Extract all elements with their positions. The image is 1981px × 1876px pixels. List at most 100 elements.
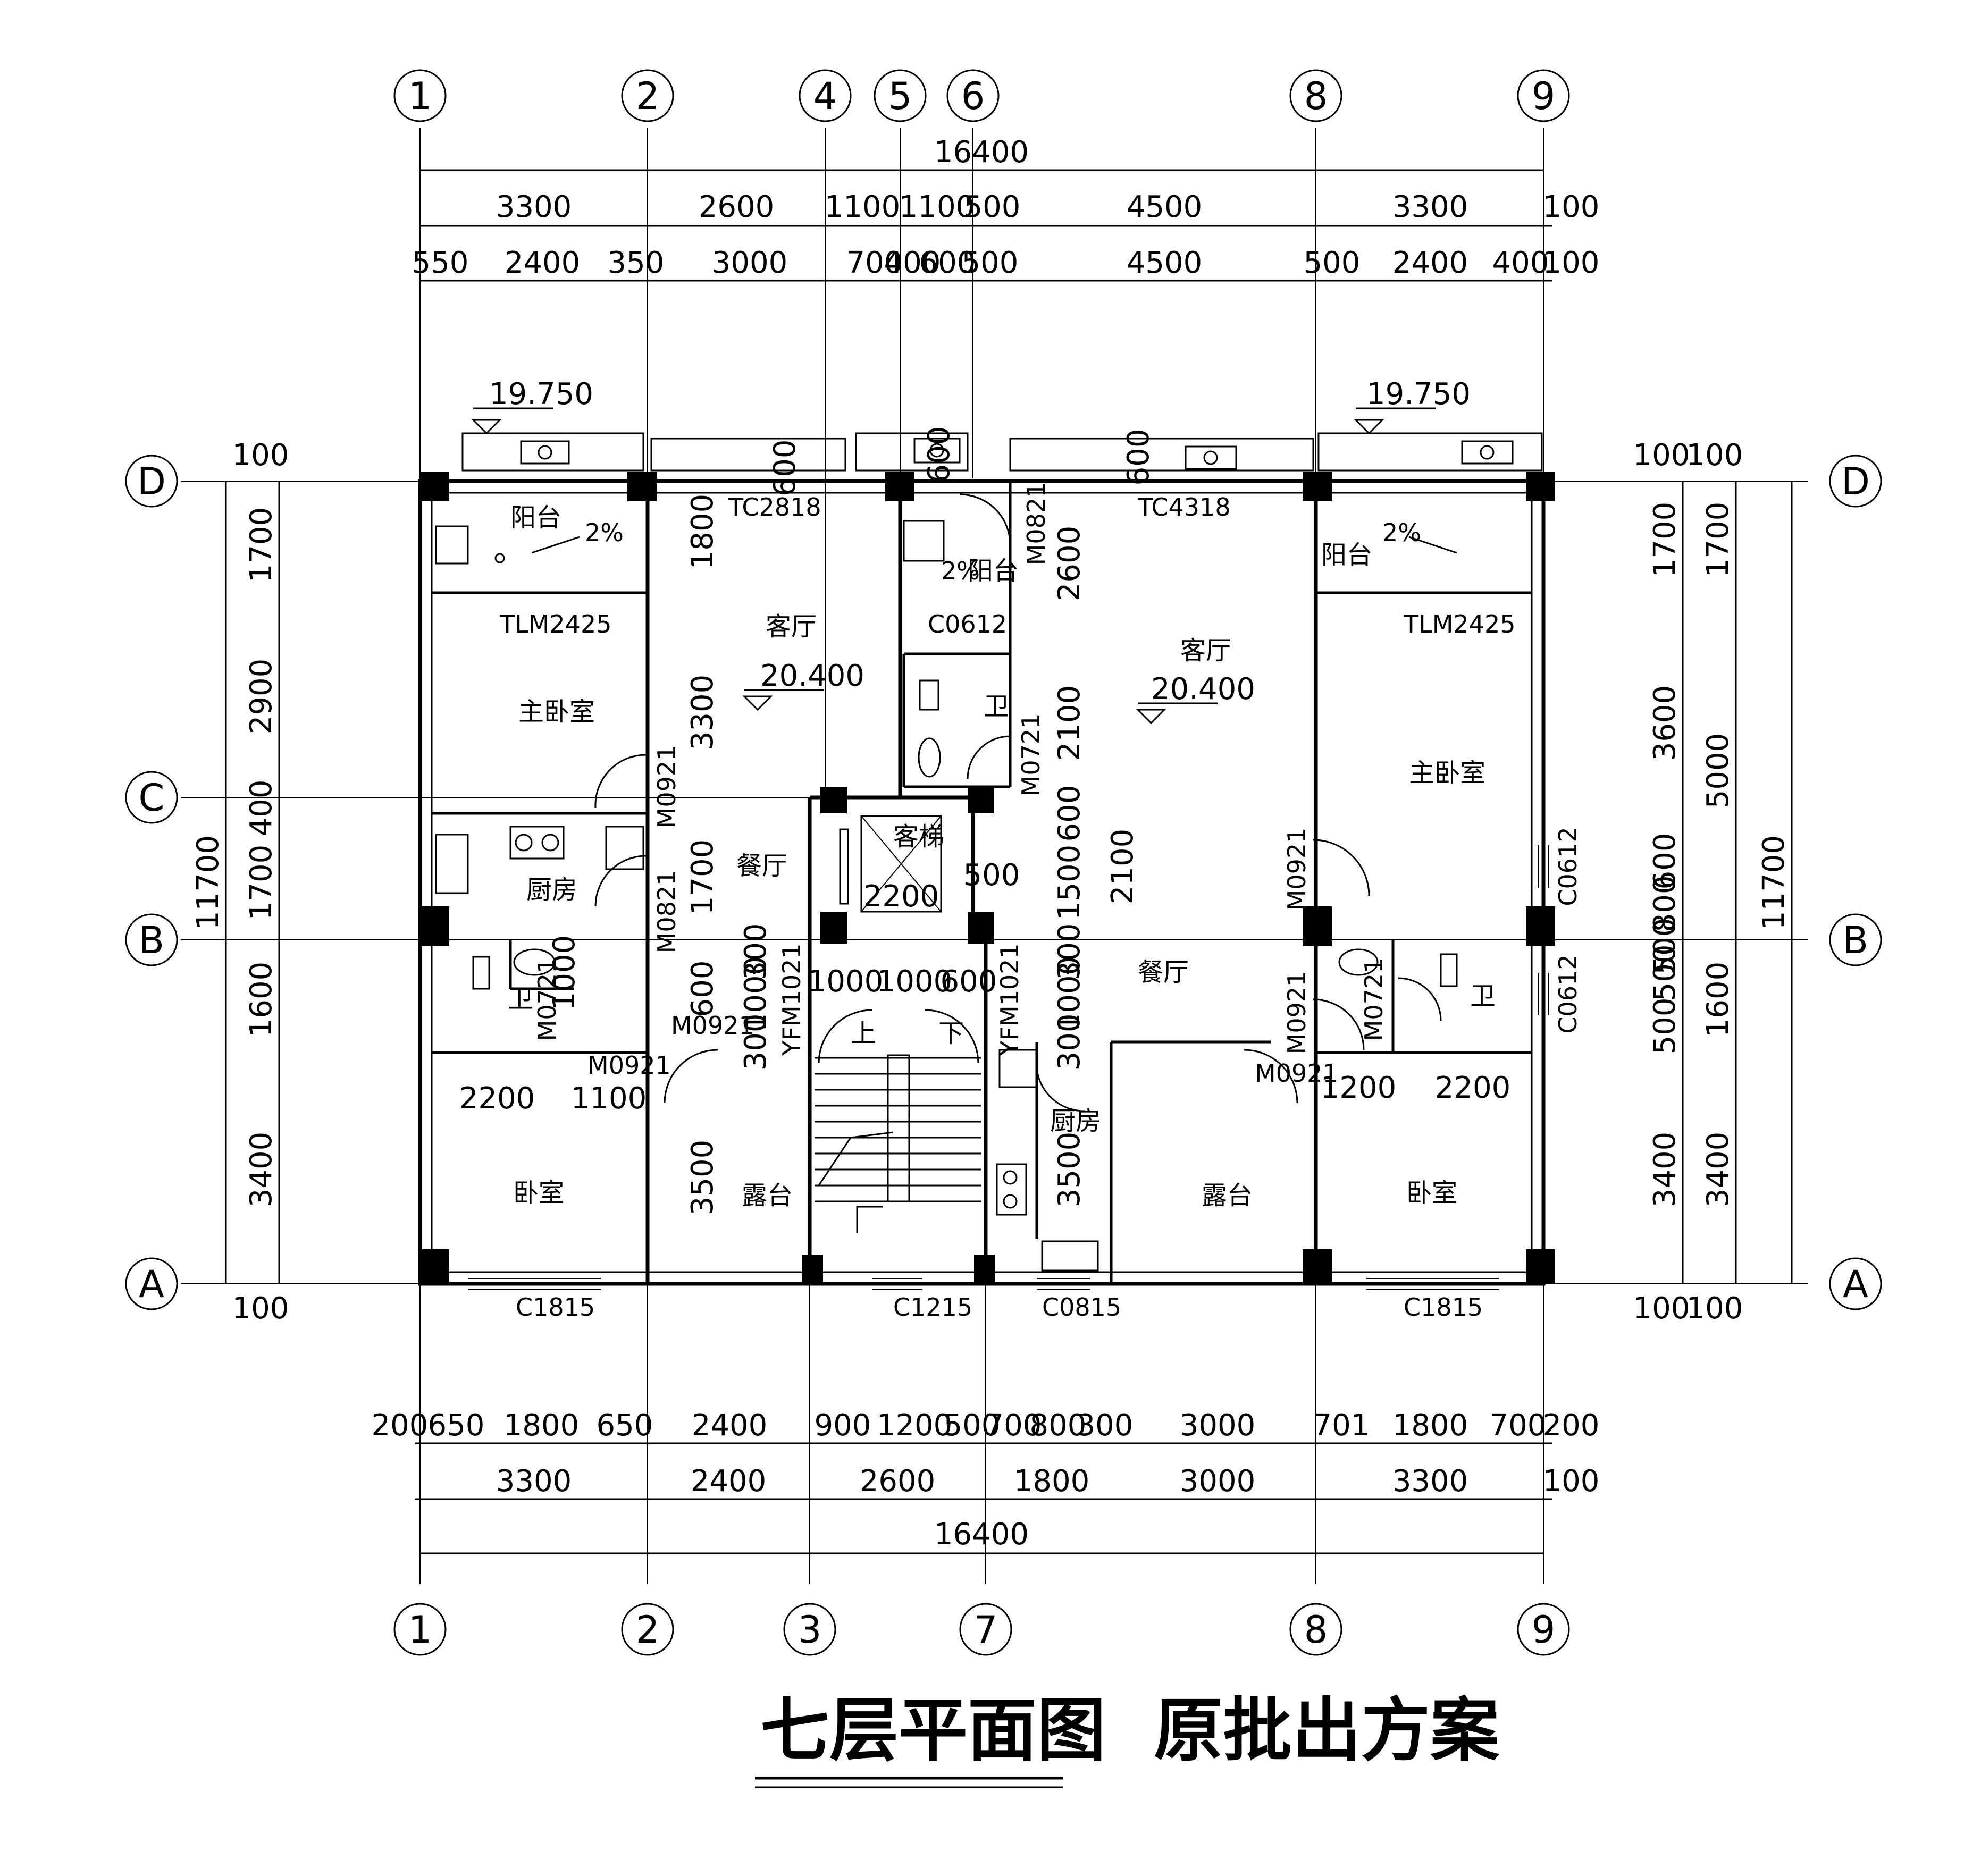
room-living: 客厅 (1180, 636, 1231, 666)
axis-label: 8 (1304, 1608, 1328, 1652)
opening-label: M0721 (1359, 958, 1388, 1041)
axis-label: 7 (974, 1608, 998, 1652)
axis-label: 1 (408, 74, 432, 118)
dimension-text: 500 (963, 858, 1020, 893)
dimension-text: 300 (1077, 1408, 1134, 1443)
top-dimension-chain: 16400 3300 2600 1100 1100 500 4500 3300 … (412, 135, 1600, 282)
dimension-text: 1800 (1014, 1464, 1090, 1499)
dimension-text: 300 (1052, 923, 1087, 980)
dimension-text: 600 (919, 246, 976, 280)
dimension-text: 350 (608, 246, 665, 280)
axis-label: 9 (1532, 1608, 1556, 1652)
slope-text: 2% (941, 557, 980, 585)
dimension-text: 200 (1543, 1408, 1600, 1443)
dimension-text: 1000 (547, 935, 582, 1011)
dimension-text: 3000 (1180, 1464, 1256, 1499)
dimension-text: 300 (1052, 1014, 1087, 1071)
dimension-text: 300 (738, 923, 773, 980)
opening-label: C0612 (1554, 827, 1582, 906)
dimension-text: 1100 (825, 190, 901, 224)
dimension-text: 100 (232, 438, 289, 473)
opening-label: YFM1021 (777, 943, 806, 1056)
opening-label: M0821 (1022, 482, 1051, 566)
dimension-text: 2100 (1105, 829, 1140, 905)
axis-label: 9 (1532, 74, 1556, 118)
axis-label: 8 (1304, 74, 1328, 118)
dimension-text: 4500 (1127, 190, 1203, 224)
dimension-text: 11700 (1757, 835, 1791, 930)
dimension-text: 100 (1686, 1291, 1743, 1326)
fixtures (435, 438, 1514, 1272)
dimension-text: 600 (1648, 833, 1682, 890)
dimension-text: 700 (846, 246, 903, 280)
left-dimension-chain: 11700 100 1700 2900 400 1700 1600 3400 1… (191, 438, 289, 1326)
dimension-text: 100 (1543, 246, 1600, 280)
dimension-text: 1700 (244, 507, 279, 583)
dimension-text: 4500 (1127, 246, 1203, 280)
level-text: 20.400 (1151, 672, 1255, 706)
dimension-text: 600 (685, 961, 720, 1017)
dimension-text: 1600 (1701, 962, 1735, 1038)
dimension-text: 1700 (685, 839, 720, 915)
dimension-text: 500 (962, 246, 1019, 280)
dimension-text: 1000 (877, 964, 953, 999)
opening-label: TC4318 (1137, 493, 1231, 521)
opening-label: TC2818 (728, 493, 821, 521)
level-text: 19.750 (489, 377, 593, 411)
axis-label: A (139, 1263, 164, 1306)
dimension-text: 3300 (1392, 190, 1468, 224)
dimension-text: 3400 (244, 1132, 279, 1208)
axis-label: A (1843, 1263, 1868, 1306)
dimension-text: 100 (1543, 190, 1600, 224)
dimension-text: 1100 (571, 1081, 647, 1116)
opening-label: M0921 (587, 1051, 671, 1080)
dimension-text: 500 (1648, 918, 1682, 975)
dimension-text: 1000 (808, 964, 884, 999)
dimension-text: 600 (1121, 429, 1156, 486)
room-labels: 阳台 阳台 阳台 客厅 客厅 主卧室 主卧室 厨房 厨房 餐厅 餐厅 卫 卫 卫… (508, 503, 1496, 1210)
opening-label: M0921 (652, 745, 681, 829)
dimension-text: 1200 (1321, 1071, 1397, 1105)
dimension-text: 2400 (1392, 246, 1468, 280)
bottom-axis-bubbles: 1 2 3 7 8 9 (393, 1603, 1570, 1656)
dimension-text: 1800 (685, 494, 720, 570)
axis-label: D (1841, 460, 1870, 503)
axis-label: 5 (888, 74, 912, 118)
level-marks: 19.750 19.750 20.400 20.400 (471, 377, 1471, 725)
room-kitchen: 厨房 (1050, 1106, 1101, 1136)
dimension-text: 2600 (699, 190, 775, 224)
opening-label: C0612 (928, 610, 1007, 638)
dimension-text: 1000 (738, 956, 773, 1032)
room-elevator: 客梯 (893, 822, 944, 852)
dimension-text: 2200 (863, 879, 939, 914)
left-axis-bubbles: D C B A (125, 455, 178, 1310)
room-bath: 卫 (508, 984, 533, 1014)
dimension-text: 600 (922, 426, 956, 483)
top-axis-bubbles: 1 2 4 5 6 8 9 (393, 69, 1570, 122)
dimension-text: 800 (1030, 1408, 1087, 1443)
dimension-text: 3300 (1392, 1464, 1468, 1499)
dimension-text: 1800 (1392, 1408, 1468, 1443)
opening-label: C1815 (1404, 1293, 1483, 1322)
opening-label: M0921 (1282, 971, 1311, 1055)
dimension-text: 200 (372, 1408, 429, 1443)
opening-labels: TC2818 TC4318 TLM2425 TLM2425 C0612 C061… (499, 482, 1582, 1322)
dimension-text: 100 (1633, 1291, 1690, 1326)
dimension-text: 1700 (244, 845, 279, 921)
dimension-text: 3500 (685, 1140, 720, 1216)
room-dining: 餐厅 (1138, 957, 1189, 987)
room-bath: 卫 (1470, 981, 1496, 1011)
dimension-text: 16400 (934, 135, 1029, 170)
dimension-text: 1800 (503, 1408, 580, 1443)
dimension-text: 2100 (1052, 685, 1087, 761)
room-dining: 餐厅 (736, 851, 787, 881)
dimension-text: 100 (1543, 1464, 1600, 1499)
dimension-text: 2200 (459, 1081, 535, 1116)
opening-label: C1215 (893, 1293, 972, 1322)
dimension-text: 3300 (496, 190, 572, 224)
dimension-text: 800 (1648, 876, 1682, 932)
axis-label: 3 (798, 1608, 822, 1652)
slope-marks: 2% 2% 2% (531, 518, 1457, 585)
dimension-text: 700 (985, 1408, 1042, 1443)
drawing-title: 七层平面图 (760, 1690, 1106, 1771)
